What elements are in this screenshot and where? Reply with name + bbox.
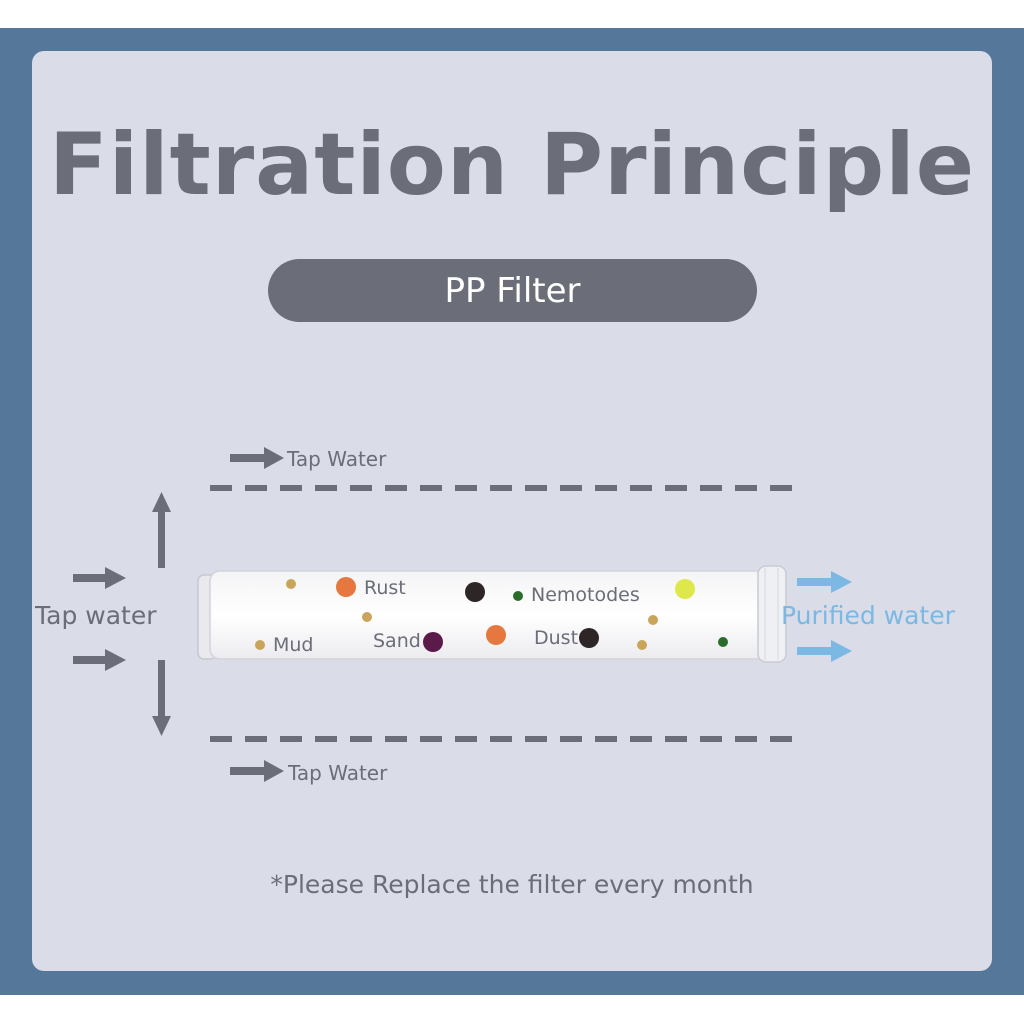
inlet-label: Tap water <box>34 601 157 630</box>
mud-particle <box>255 640 265 650</box>
yellow-particle <box>675 579 695 599</box>
contaminant-label-mud: Mud <box>273 634 314 656</box>
top-flow-label: Tap Water <box>286 447 387 471</box>
outlet-label: Purified water <box>781 601 956 630</box>
rust-particle <box>486 625 506 645</box>
filter-type-badge: PP Filter <box>268 259 757 322</box>
top-flow-arrow <box>230 447 284 469</box>
contaminant-label-rust: Rust <box>364 577 406 599</box>
bottom-flow-arrow <box>230 760 284 782</box>
contaminant-particles <box>255 577 728 652</box>
outlet-arrow-bottom <box>797 640 852 662</box>
bottom-flow-label: Tap Water <box>287 761 388 785</box>
mud-particle <box>362 612 372 622</box>
replacement-note: *Please Replace the filter every month <box>270 870 754 899</box>
dust-particle <box>465 582 485 602</box>
sand-particle <box>423 632 443 652</box>
rust-particle <box>336 577 356 597</box>
up-arrow <box>152 492 171 568</box>
nemotode-particle <box>513 591 523 601</box>
outlet-arrow-top <box>797 571 852 593</box>
dust-particle <box>579 628 599 648</box>
inlet-arrow-bottom <box>73 649 126 671</box>
contaminant-label-sand: Sand <box>373 630 421 652</box>
mud-particle <box>286 579 296 589</box>
contaminant-label-dust: Dust <box>534 627 578 649</box>
nemotode-particle <box>718 637 728 647</box>
mud-particle <box>637 640 647 650</box>
contaminant-label-nemotodes: Nemotodes <box>531 584 640 606</box>
inlet-arrow-top <box>73 567 126 589</box>
filter-type-label: PP Filter <box>444 270 581 311</box>
mud-particle <box>648 615 658 625</box>
down-arrow <box>152 660 171 736</box>
content-card <box>32 51 992 971</box>
page-title: Filtration Principle <box>48 115 976 215</box>
